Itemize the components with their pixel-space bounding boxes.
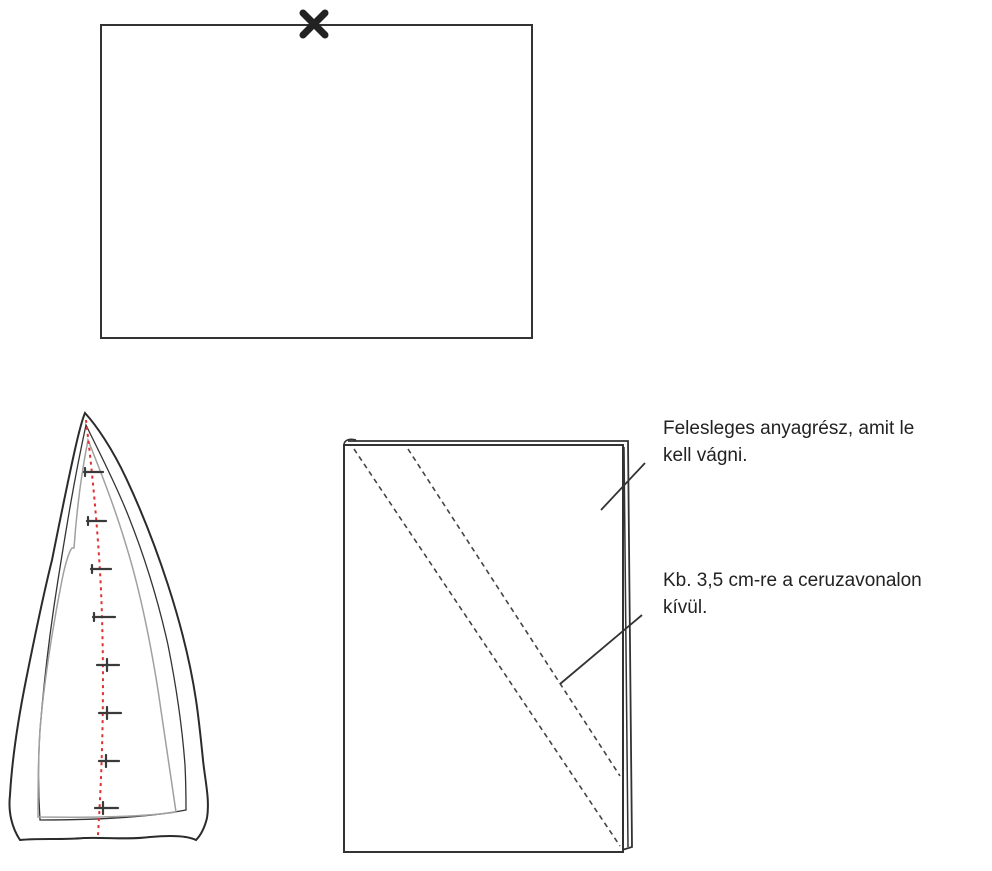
front-fabric-layer (343, 444, 624, 853)
fabric-rectangle (100, 24, 533, 339)
pin (85, 515, 108, 527)
cut-line-dashed (407, 448, 621, 777)
center-seam-line (85, 419, 104, 836)
pin (95, 657, 121, 673)
excess-fabric-label: Felesleges anyagrész, amit le kell vágni… (663, 415, 914, 469)
offset-label-line2: kívül. (663, 597, 708, 618)
fold-curl (343, 438, 357, 446)
pins (82, 466, 123, 816)
leader-line-offset (559, 614, 643, 685)
pin (97, 705, 123, 721)
inner-outline-grey (37, 437, 177, 819)
pin (93, 800, 120, 816)
pencil-line-dashed (353, 448, 621, 847)
folded-fabric-figure (343, 438, 646, 853)
excess-fabric-label-line1: Felesleges anyagrész, amit le (663, 418, 915, 439)
offset-label: Kb. 3,5 cm-re a ceruzavonalon kívül. (663, 567, 922, 621)
middle-fabric-layer (623, 446, 629, 848)
pin (97, 753, 121, 769)
leader-line-excess (600, 462, 646, 511)
pin (82, 466, 105, 478)
x-mark-icon (299, 9, 329, 39)
offset-label-line1: Kb. 3,5 cm-re a ceruzavonalon (663, 570, 922, 591)
top-rectangle-figure (100, 9, 533, 339)
excess-fabric-label-line2: kell vágni. (663, 445, 748, 466)
pinned-pattern-figure (8, 411, 209, 842)
pin (89, 563, 113, 575)
back-fabric-layer (348, 440, 633, 851)
outer-fabric-outline (8, 411, 209, 842)
pin (91, 611, 117, 623)
